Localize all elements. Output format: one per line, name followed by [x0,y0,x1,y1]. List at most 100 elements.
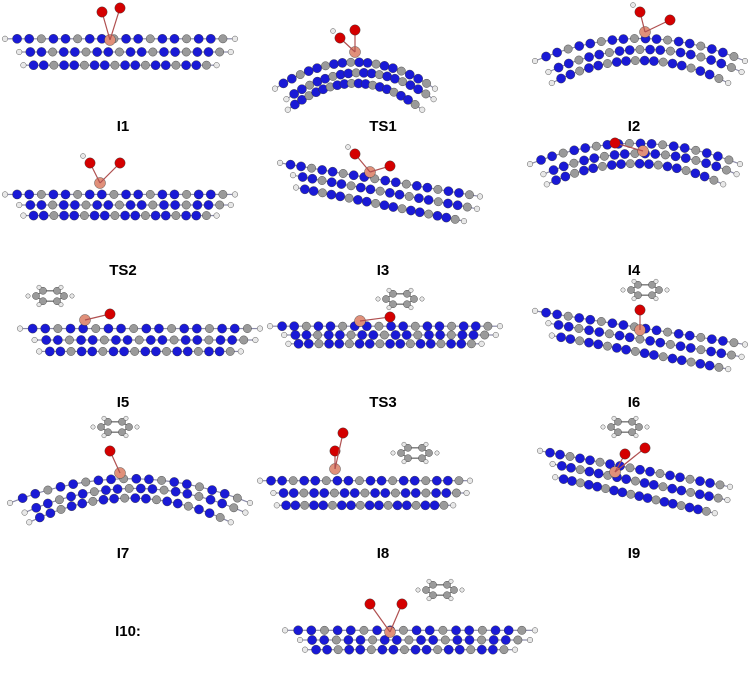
label-I5: I5 [116,394,130,411]
carbon-atom [355,476,364,486]
carbon-atom [600,151,609,161]
carbon-atom [411,500,421,510]
hydrogen-atom [237,348,244,355]
nitrogen-atom [490,625,501,636]
carbon-atom [242,324,252,333]
hydrogen-atom [552,474,559,481]
nitrogen-atom [374,500,384,511]
hydrogen-atom [434,450,440,456]
carbon-atom [722,165,731,175]
hydrogen-atom [252,337,259,344]
nitrogen-atom [217,498,227,509]
carbon-atom [81,200,91,210]
hydrogen-atom [738,68,745,75]
nitrogen-atom [59,210,69,221]
carbon-atom [663,327,673,337]
carbon-atom [483,321,493,331]
carbon-atom [691,156,701,165]
carbon-atom [301,321,311,331]
nitrogen-atom [215,335,226,345]
carbon-atom [727,63,736,72]
nitrogen-atom [611,57,622,67]
nitrogen-atom [278,78,289,89]
carbon-atom [443,591,451,599]
carbon-atom [696,41,706,51]
carbon-atom [634,291,642,299]
nitrogen-atom [699,171,710,182]
nitrogen-atom [704,360,715,371]
nitrogen-atom [464,635,475,645]
carbon-atom [410,100,420,109]
carbon-atom [49,211,59,220]
carbon-atom [575,465,585,475]
nitrogen-atom [303,66,314,76]
nitrogen-atom [12,189,22,200]
carbon-atom [401,179,411,189]
nitrogen-atom [322,644,332,655]
nitrogen-atom [695,476,705,486]
carbon-atom [450,214,460,224]
hydrogen-atom [419,296,425,302]
carbon-atom [630,34,639,43]
carbon-atom [331,635,341,645]
nitrogen-atom [43,498,53,509]
carbon-atom [232,493,242,503]
nitrogen-atom [109,493,119,504]
carbon-atom [418,444,426,452]
nitrogen-atom [30,489,41,499]
carbon-atom [648,281,656,289]
nitrogen-atom [701,158,711,168]
nitrogen-atom [24,34,35,44]
carbon-atom [48,47,58,57]
hydrogen-atom [386,305,392,311]
carbon-atom [371,199,380,208]
oxygen-atom [664,14,676,26]
nitrogen-atom [93,475,104,486]
nitrogen-atom [133,189,143,200]
hydrogen-atom [273,502,280,509]
nitrogen-atom [548,165,559,175]
nitrogen-atom [376,475,387,486]
nitrogen-atom [435,330,445,340]
carbon-atom [627,286,635,294]
carbon-atom [477,635,486,645]
oxygen-atom [609,137,621,149]
carbon-atom [569,158,579,168]
hydrogen-atom [227,519,234,526]
carbon-atom [328,500,337,510]
carbon-atom [574,55,584,65]
nitrogen-atom [614,46,625,56]
nitrogen-atom [300,184,310,195]
nitrogen-atom [92,200,102,210]
carbon-atom [314,339,324,349]
label-TS3: TS3 [369,394,397,411]
nitrogen-atom [68,479,78,489]
nitrogen-atom [446,338,456,349]
nitrogen-atom [552,47,562,58]
carbon-atom [628,418,636,426]
carbon-atom [429,591,437,599]
carbon-atom [118,428,126,436]
carbon-atom [321,61,330,71]
carbon-atom [404,635,414,645]
carbon-atom [171,60,181,70]
nitrogen-atom [675,341,686,351]
nitrogen-atom [192,200,203,210]
nitrogen-atom [60,34,71,44]
carbon-atom [607,423,615,431]
nitrogen-atom [55,346,66,357]
nitrogen-atom [395,338,406,349]
nitrogen-atom [170,47,180,57]
nitrogen-atom [364,338,375,349]
hydrogen-atom [213,62,220,69]
carbon-atom [433,645,443,655]
nitrogen-atom [665,470,675,481]
hydrogen-atom [474,205,481,212]
nitrogen-atom [297,172,308,182]
nitrogen-atom [77,498,88,509]
nitrogen-atom [400,488,411,498]
carbon-atom [517,625,527,635]
nitrogen-atom [103,323,114,334]
nitrogen-atom [684,38,695,49]
carbon-atom [603,341,612,351]
